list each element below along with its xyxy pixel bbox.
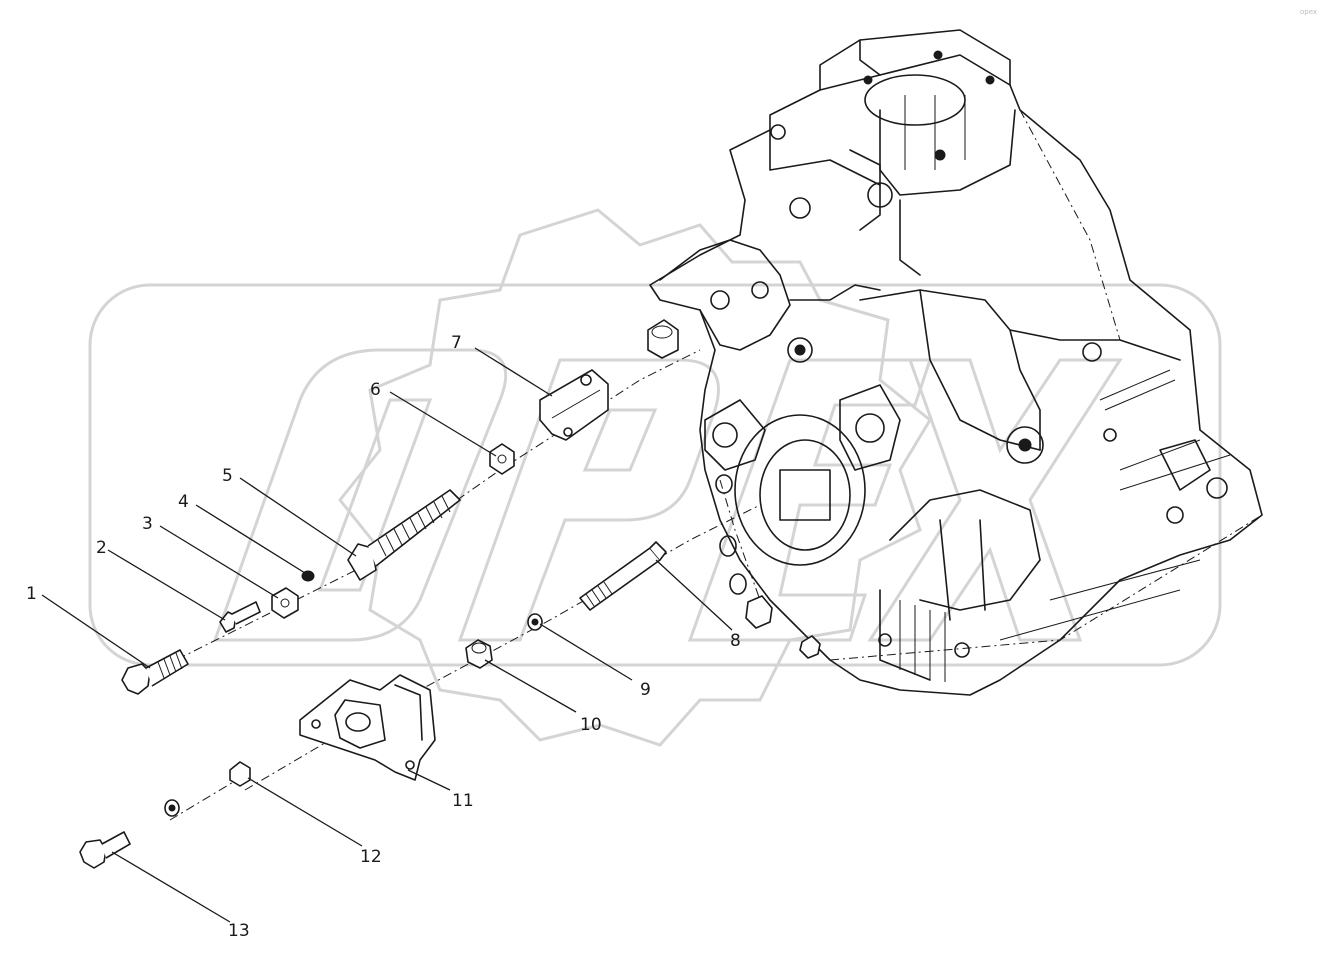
transmission-housing: [649, 29, 1263, 696]
leader-lines: [41, 347, 733, 923]
callout-7: 7: [451, 333, 462, 353]
part-5-adjusting-screw: [347, 489, 461, 581]
part-12-nut: [229, 761, 251, 787]
callout-8: 8: [730, 631, 741, 651]
part-11-bracket: [299, 674, 436, 781]
svg-text:opex: opex: [1300, 8, 1317, 16]
watermark-logo: opex: [88, 8, 1317, 747]
callout-2: 2: [96, 538, 107, 558]
part-o-rings: [715, 474, 821, 659]
part-13-bolt: [79, 831, 131, 869]
callout-5: 5: [222, 466, 233, 486]
callout-13: 13: [228, 921, 250, 941]
part-bushing: [647, 319, 679, 359]
part-9-washer: [527, 613, 543, 631]
part-1-bolt: [121, 649, 189, 695]
part-3-nut: [271, 587, 299, 619]
part-7-block: [539, 369, 609, 441]
callout-4: 4: [178, 492, 189, 512]
part-washer-small: [164, 799, 180, 817]
part-6-nut: [489, 443, 515, 475]
callout-1: 1: [26, 584, 37, 604]
part-4-washer: [301, 570, 315, 582]
callout-labels: 1 2 3 4 5 6 7 8 9 10 11 12 13: [26, 333, 741, 941]
part-8-stud-bolt: [579, 541, 667, 611]
callout-3: 3: [142, 514, 153, 534]
callout-10: 10: [580, 715, 602, 735]
callout-6: 6: [370, 380, 381, 400]
part-2-bolt: [219, 601, 261, 633]
assembly-axes: [159, 349, 761, 821]
callout-12: 12: [360, 847, 382, 867]
callout-11: 11: [452, 791, 474, 811]
callout-9: 9: [640, 680, 651, 700]
